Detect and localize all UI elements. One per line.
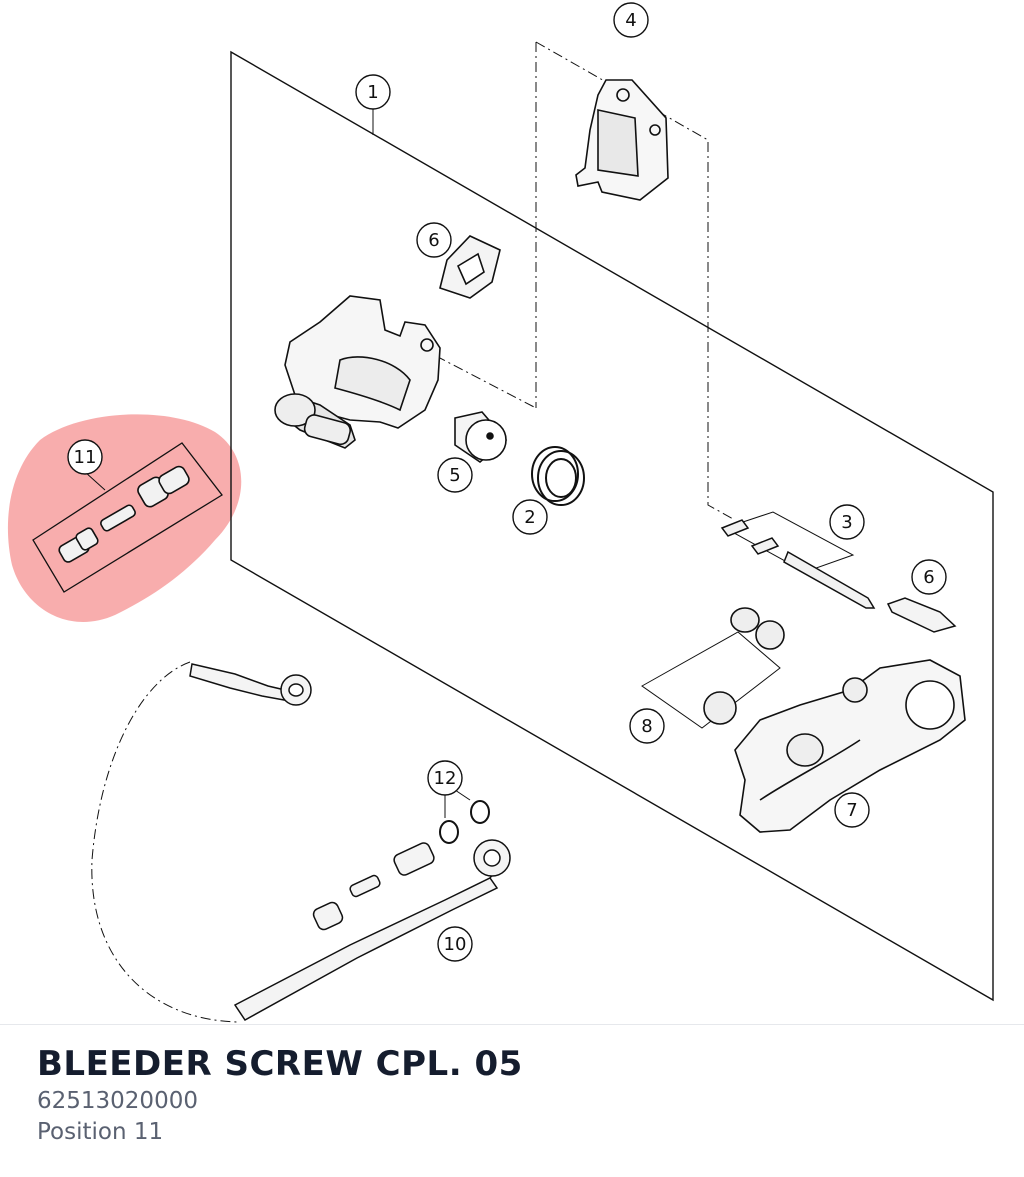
part-number: 62513020000 — [37, 1088, 198, 1114]
bracket-drawing — [703, 607, 966, 833]
callout-5: 5 — [437, 457, 473, 493]
piston-drawing — [454, 411, 508, 464]
callout-4: 4 — [613, 2, 649, 38]
brake-pad-drawing — [575, 79, 669, 201]
callout-12: 12 — [427, 760, 463, 796]
clip-drawing — [886, 597, 957, 633]
svg-text:6: 6 — [923, 567, 934, 588]
svg-text:2: 2 — [524, 507, 535, 528]
callout-1: 1 — [355, 74, 391, 110]
svg-text:1: 1 — [367, 82, 378, 103]
svg-text:8: 8 — [641, 716, 652, 737]
svg-text:4: 4 — [625, 10, 636, 31]
svg-text:7: 7 — [846, 800, 857, 821]
part-name: BLEEDER SCREW CPL. 05 — [37, 1044, 523, 1084]
part-position: Position 11 — [37, 1119, 164, 1145]
pad-spring-drawing — [439, 235, 501, 299]
bleeder-kit-frame — [32, 442, 223, 593]
assembly-frame — [230, 50, 994, 1002]
caliper-drawing — [274, 295, 441, 449]
o-rings-drawing — [439, 800, 490, 844]
svg-text:10: 10 — [444, 934, 467, 955]
svg-text:12: 12 — [434, 768, 457, 789]
callout-7: 7 — [834, 792, 870, 828]
callout-6-left: 6 — [416, 222, 452, 258]
svg-text:6: 6 — [428, 230, 439, 251]
callout-11: 11 — [67, 439, 103, 475]
svg-text:11: 11 — [74, 447, 97, 468]
pin-drawing — [720, 519, 876, 609]
exploded-parts-diagram: 1 2 3 4 5 6 6 7 8 10 11 12 — [7, 2, 994, 1023]
callout-3: 3 — [829, 504, 865, 540]
brake-hose-drawing — [233, 839, 511, 1021]
callout-8: 8 — [629, 708, 665, 744]
guide-lines — [91, 41, 736, 1023]
callout-2: 2 — [512, 499, 548, 535]
callout-10: 10 — [437, 926, 473, 962]
callout-6-right: 6 — [911, 559, 947, 595]
seal-rings-drawing — [531, 446, 585, 506]
svg-text:5: 5 — [449, 465, 460, 486]
divider — [0, 1024, 1024, 1025]
bleeder-kit-drawing — [58, 465, 190, 563]
leader-lines — [84, 108, 855, 818]
callouts: 1 2 3 4 5 6 6 7 8 10 11 12 — [67, 2, 947, 962]
part-info-panel: BLEEDER SCREW CPL. 05 62513020000 Positi… — [37, 1042, 1004, 1148]
brake-line-upper-drawing — [189, 663, 312, 706]
svg-text:3: 3 — [841, 512, 852, 533]
